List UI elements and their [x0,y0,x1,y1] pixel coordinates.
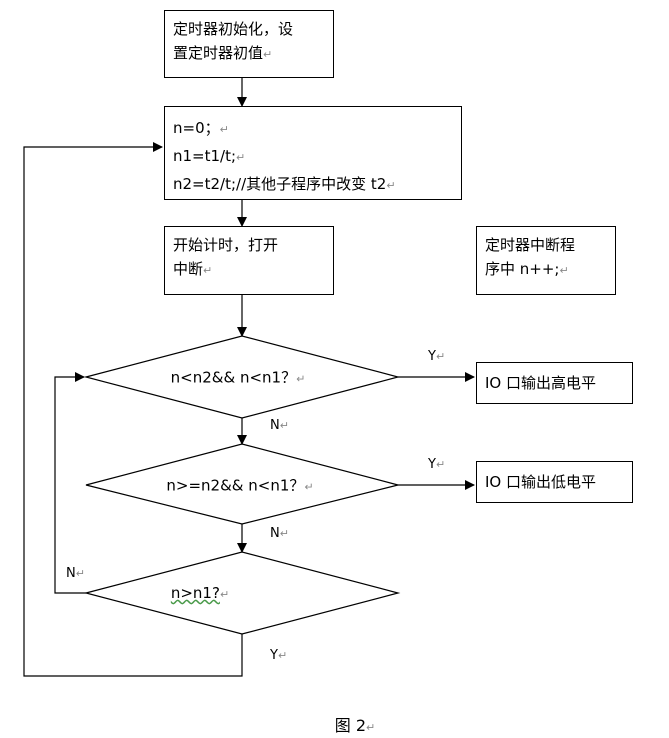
paragraph-mark-icon: ↵ [75,567,85,580]
arrow-d3-no-loop [54,372,86,594]
isr-text-line1: 定时器中断程 [485,236,576,254]
arrow-d3-yes-loop [23,142,243,677]
decision-d2-label: n>=n2&& n<n1？↵ [166,475,313,496]
start-box: 开始计时，打开 中断↵ [164,226,334,295]
decision-d1 [83,335,401,419]
paragraph-mark-icon: ↵ [279,419,289,432]
paragraph-mark-icon: ↵ [386,179,396,192]
paragraph-mark-icon: ↵ [304,480,314,494]
label-d1-yes: Y↵ [428,349,446,364]
vars-text-line2: n1=t1/t; [173,147,237,165]
paragraph-mark-icon: ↵ [366,721,376,734]
decision-d1-text: n<n2&& n<n1？ [170,368,297,387]
label-d2-no: N↵ [270,526,289,541]
decision-d2 [85,443,399,525]
label-d3-yes: Y↵ [270,648,288,663]
output-low-text: IO 口输出低电平 [485,473,596,491]
paragraph-mark-icon: ↵ [435,458,446,471]
decision-d3 [83,551,401,635]
output-high-text: IO 口输出高电平 [485,374,596,392]
init-text-line2: 置定时器初值 [173,44,264,62]
paragraph-mark-icon: ↵ [559,264,569,277]
paragraph-mark-icon: ↵ [277,649,288,662]
isr-box: 定时器中断程 序中 n++;↵ [476,226,616,295]
label-d1-no: N↵ [270,418,289,433]
figure-caption-text: 图 2 [334,716,367,735]
vars-text-line1: n=0； [173,119,220,137]
decision-d3-label: n>n1?↵ [171,584,229,602]
vars-text-line3: n2=t2/t;//其他子程序中改变 t2 [173,175,387,193]
init-box: 定时器初始化，设 置定时器初值↵ [164,10,334,78]
label-d2-yes: Y↵ [428,457,446,472]
paragraph-mark-icon: ↵ [263,48,273,61]
paragraph-mark-icon: ↵ [296,372,306,386]
start-text-line1: 开始计时，打开 [173,236,279,254]
figure-caption: 图 2↵ [335,712,376,736]
paragraph-mark-icon: ↵ [203,264,213,277]
start-text-line2: 中断 [173,260,204,278]
paragraph-mark-icon: ↵ [219,588,230,601]
paragraph-mark-icon: ↵ [219,123,229,136]
decision-d1-label: n<n2&& n<n1？↵ [171,367,306,388]
init-text-line1: 定时器初始化，设 [173,20,294,38]
paragraph-mark-icon: ↵ [236,151,246,164]
output-low-box: IO 口输出低电平 [476,461,633,503]
isr-text-line2: 序中 n++; [485,260,560,278]
label-d3-no: N↵ [66,566,85,581]
paragraph-mark-icon: ↵ [435,350,446,363]
output-high-box: IO 口输出高电平 [476,362,633,404]
decision-d2-text: n>=n2&& n<n1？ [166,476,305,495]
decision-d3-text: n>n1? [170,584,220,602]
vars-box: n=0；↵ n1=t1/t;↵ n2=t2/t;//其他子程序中改变 t2↵ [164,106,462,200]
paragraph-mark-icon: ↵ [279,527,289,540]
